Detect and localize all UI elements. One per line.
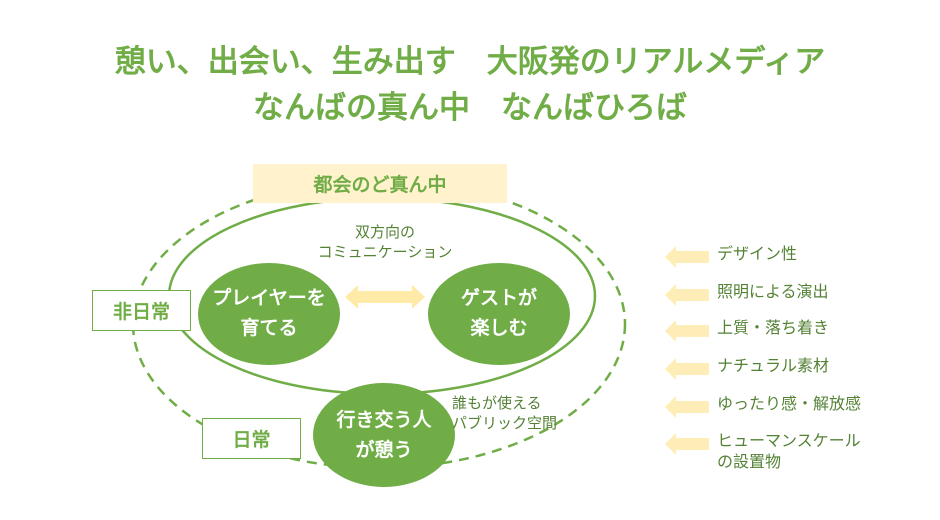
- everyday-label: 日常: [202, 418, 301, 459]
- circle-left: [198, 263, 340, 365]
- list-item-label: 照明による演出: [717, 282, 829, 301]
- circle-bottom-label: 行き交う人 が憩う: [336, 409, 432, 461]
- list-item-label: ナチュラル素材: [717, 356, 830, 375]
- list-item: ゆったり感・解放感: [665, 393, 861, 418]
- public-space-note: 誰もが使える パブリック空間: [452, 394, 558, 432]
- circle-right-label: ゲストが 楽しむ: [460, 287, 537, 339]
- left-arrow-icon: [665, 358, 709, 380]
- list-item: ナチュラル素材: [665, 355, 829, 380]
- circle-left-label: プレイヤーを 育てる: [212, 287, 326, 339]
- left-arrow-icon: [665, 396, 709, 418]
- top-label-box: 都会のど真ん中: [253, 164, 507, 203]
- circle-bottom: [313, 383, 455, 487]
- title-line-2: なんばの真ん中 なんばひろば: [253, 90, 687, 126]
- list-item-label: ゆったり感・解放感: [717, 394, 862, 413]
- communication-note: 双方向の コミュニケーション: [317, 223, 453, 261]
- list-item: デザイン性: [665, 243, 797, 268]
- left-arrow-icon: [665, 246, 709, 268]
- list-item-label: ヒューマンスケール の設置物: [717, 431, 861, 471]
- circle-right: [428, 263, 570, 365]
- list-item: 照明による演出: [665, 281, 829, 306]
- left-arrow-icon: [665, 284, 709, 306]
- list-item-label: デザイン性: [717, 244, 798, 263]
- list-item-label: 上質・落ち着き: [717, 318, 830, 337]
- double-arrow-icon: [345, 285, 425, 309]
- list-item: ヒューマンスケール の設置物: [665, 430, 861, 472]
- list-item: 上質・落ち着き: [665, 317, 829, 342]
- left-arrow-icon: [665, 320, 709, 342]
- left-arrow-icon: [665, 433, 709, 455]
- non-everyday-label: 非日常: [92, 290, 191, 331]
- title-line-1: 憩い、出会い、生み出す 大阪発のリアルメディア: [114, 44, 826, 80]
